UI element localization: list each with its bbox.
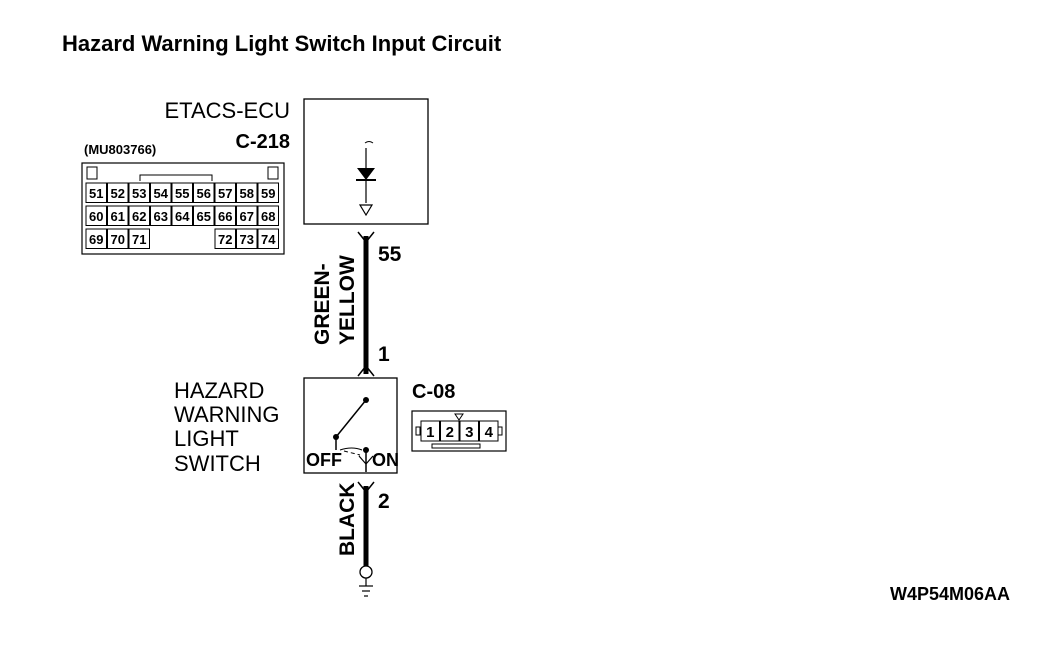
switch-name-line3: LIGHT [174, 426, 239, 451]
ecu-pin-label: 57 [218, 186, 232, 201]
ecu-pin-label: 56 [197, 186, 211, 201]
ecu-pin-cell [107, 182, 129, 203]
diagram-title: Hazard Warning Light Switch Input Circui… [62, 31, 502, 56]
ecu-connector-face: 51 52 53 54 55 56 57 58 59 60 61 62 63 64 65 66 67 68 69 70… [81, 162, 285, 255]
ground-icon [359, 565, 373, 597]
wire-color-bottom: BLACK [336, 483, 359, 557]
wire-green-yellow [357, 231, 375, 377]
diagram-code: W4P54M06AA [890, 584, 1010, 604]
switch-pin-top-number: 1 [378, 343, 390, 366]
ecu-pin-cell [85, 205, 107, 226]
switch-pin-cell [440, 420, 460, 442]
ecu-pin-label: 58 [240, 186, 254, 201]
ecu-pin-label: 73 [240, 232, 254, 247]
ecu-pin-cell [150, 205, 172, 226]
ecu-pin-label: 71 [132, 232, 146, 247]
ecu-name: ETACS-ECU [165, 98, 291, 123]
wire-color-top-line2: YELLOW [336, 255, 359, 345]
ecu-pin-cell [193, 182, 215, 203]
ecu-pin-label: 54 [154, 186, 169, 201]
ecu-pin-label: 64 [175, 209, 190, 224]
ecu-pin-cell [214, 205, 236, 226]
wire-black [357, 481, 375, 566]
ecu-pin-cell [128, 228, 150, 249]
ecu-pin-cell [107, 205, 129, 226]
ecu-pin-label: 74 [261, 232, 276, 247]
ecu-pin-label: 59 [261, 186, 275, 201]
ecu-pin-cell [85, 182, 107, 203]
ecu-pin-cell [236, 228, 258, 249]
ecu-pin-number: 55 [378, 243, 402, 266]
ecu-pin-cell [171, 182, 193, 203]
ecu-pin-label: 62 [132, 209, 146, 224]
ecu-pin-label: 65 [197, 209, 211, 224]
ecu-pin-label: 60 [89, 209, 103, 224]
ecu-pin-label: 52 [111, 186, 125, 201]
ecu-pin-label: 55 [175, 186, 189, 201]
switch-pin-cell [459, 420, 479, 442]
ecu-pin-cell [85, 228, 107, 249]
switch-pin-label: 2 [446, 424, 454, 441]
ecu-pin-label: 72 [218, 232, 232, 247]
ecu-pin-label: 68 [261, 209, 275, 224]
ecu-pin-cell [257, 205, 279, 226]
switch-pin-cell [479, 420, 499, 442]
switch-pin-label: 1 [426, 424, 434, 441]
switch-box [303, 377, 398, 474]
ecu-pin-cell [107, 228, 129, 249]
ecu-pin-label: 67 [240, 209, 254, 224]
ecu-connector-id: C-218 [236, 131, 290, 153]
wire-color-top-line1: GREEN- [311, 263, 334, 345]
ecu-pin-cell [236, 182, 258, 203]
switch-pin-bottom-number: 2 [378, 490, 390, 513]
ecu-pin-cell [150, 182, 172, 203]
ecu-pin-label: 69 [89, 232, 103, 247]
switch-name-line1: HAZARD [174, 378, 264, 403]
switch-pin-label: 4 [485, 424, 494, 441]
switch-on-label: ON [372, 450, 399, 470]
ecu-pin-label: 66 [218, 209, 232, 224]
switch-connector-id: C-08 [412, 381, 455, 403]
ecu-pin-cell [236, 205, 258, 226]
switch-pin-cell [420, 420, 440, 442]
ecu-pin-cell [257, 228, 279, 249]
ecu-pin-cell [171, 205, 193, 226]
switch-off-label: OFF [306, 450, 342, 470]
ecu-pin-cell [128, 182, 150, 203]
switch-pin-label: 3 [465, 424, 473, 441]
ecu-pin-label: 70 [111, 232, 125, 247]
ecu-pin-label: 61 [111, 209, 125, 224]
ecu-box [303, 98, 429, 225]
switch-contact-icon [333, 397, 374, 472]
ecu-pin-grid: 51 52 53 54 55 56 57 58 59 60 61 62 63 64 65 66 67 68 69 70… [85, 182, 279, 249]
switch-name-line4: SWITCH [174, 451, 261, 476]
ecu-part-number: (MU803766) [84, 142, 156, 157]
ecu-pin-cell [214, 228, 236, 249]
ecu-pin-cell [257, 182, 279, 203]
ecu-input-diode-icon [356, 141, 376, 217]
switch-name-line2: WARNING [174, 402, 280, 427]
ecu-pin-cell [128, 205, 150, 226]
ecu-pin-label: 51 [89, 186, 103, 201]
ecu-pin-label: 53 [132, 186, 146, 201]
ecu-pin-cell [214, 182, 236, 203]
ecu-pin-cell [193, 205, 215, 226]
ecu-pin-label: 63 [154, 209, 168, 224]
